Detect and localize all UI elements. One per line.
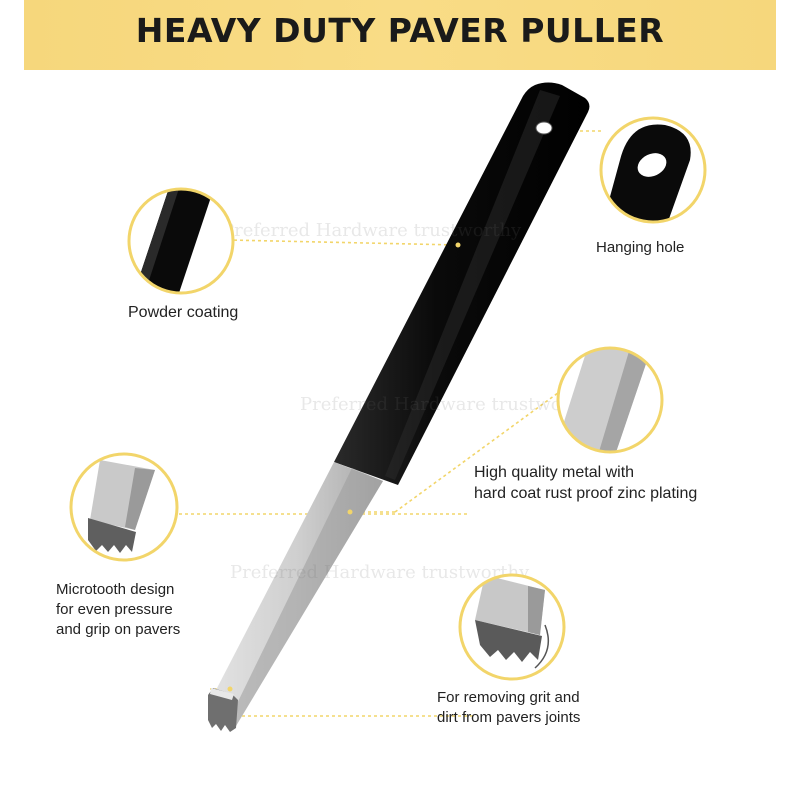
callout-circle-powder-coating bbox=[127, 187, 235, 295]
label-metal-line1: High quality metal with bbox=[474, 464, 635, 481]
page-title: HEAVY DUTY PAVER PULLER bbox=[135, 11, 665, 50]
callout-circle-microtooth bbox=[69, 452, 179, 562]
paver-puller-tool bbox=[208, 82, 590, 732]
callout-circle-grit-removal bbox=[458, 573, 566, 681]
tool-handle bbox=[334, 82, 590, 485]
callout-circle-metal bbox=[556, 346, 664, 454]
title-banner: HEAVY DUTY PAVER PULLER bbox=[24, 0, 776, 70]
label-microtooth-line2: for even pressure bbox=[56, 601, 173, 618]
label-microtooth: Microtooth design for even pressure and … bbox=[56, 580, 180, 640]
label-microtooth-line1: Microtooth design bbox=[56, 581, 175, 598]
hanging-hole-zoom-icon bbox=[637, 153, 667, 177]
label-grit-removal: For removing grit and dirt from pavers j… bbox=[437, 688, 580, 728]
svg-text:Preferred Hardware trustworthy: Preferred Hardware trustworthy bbox=[222, 220, 522, 241]
label-metal-line2: hard coat rust proof zinc plating bbox=[474, 485, 698, 502]
label-microtooth-line3: and grip on pavers bbox=[56, 621, 181, 638]
hanging-hole bbox=[535, 121, 553, 135]
label-powder-coating: Powder coating bbox=[128, 304, 239, 321]
label-grit-line2: dirt from pavers joints bbox=[437, 709, 581, 726]
callout-circle-hanging-hole bbox=[599, 116, 707, 224]
svg-text:Preferred Hardware trustworthy: Preferred Hardware trustworthy bbox=[300, 394, 600, 415]
label-metal: High quality metal with hard coat rust p… bbox=[474, 462, 697, 504]
svg-text:Preferred Hardware trustworthy: Preferred Hardware trustworthy bbox=[230, 562, 530, 583]
label-grit-line1: For removing grit and bbox=[437, 689, 580, 706]
label-hanging-hole: Hanging hole bbox=[596, 239, 685, 256]
